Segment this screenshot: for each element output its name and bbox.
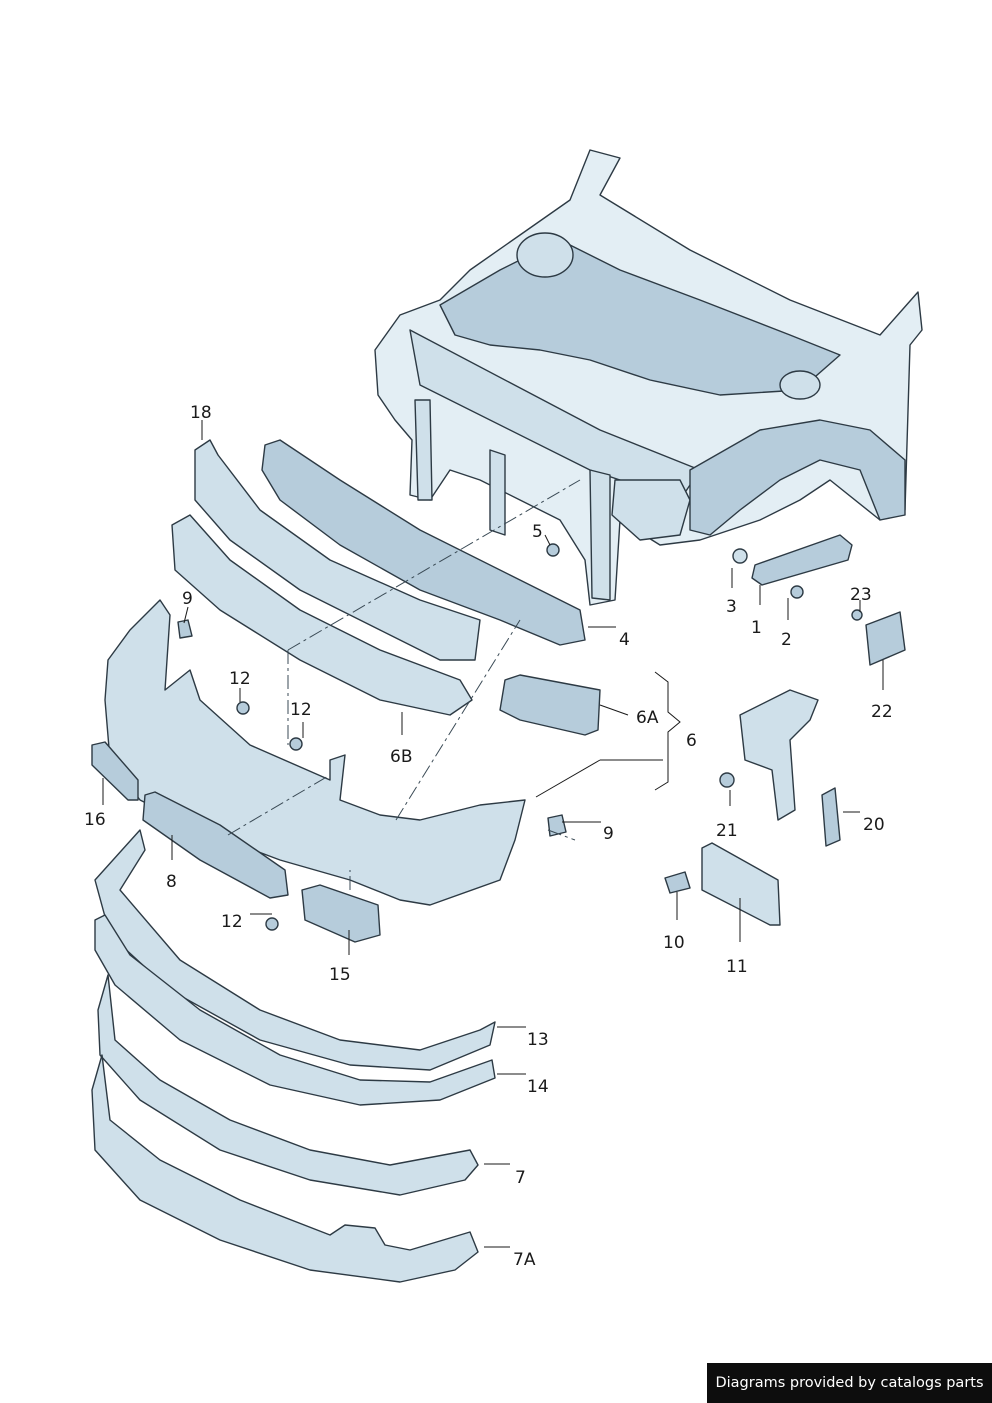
callout-7A: 7A xyxy=(513,1250,536,1270)
callout-9-left: 9 xyxy=(182,589,193,609)
callout-6A: 6A xyxy=(636,708,659,728)
part-20-guide[interactable] xyxy=(821,787,841,847)
callout-23: 23 xyxy=(850,585,872,605)
part-12-screw-c[interactable] xyxy=(265,917,279,931)
callout-8: 8 xyxy=(166,872,177,892)
footer-credit: Diagrams provided by catalogs parts xyxy=(707,1363,992,1403)
part-12-screw-a[interactable] xyxy=(236,701,250,715)
part-7-spoiler[interactable] xyxy=(97,974,479,1196)
part-11-licence-plate-holder[interactable] xyxy=(701,842,781,926)
callout-20: 20 xyxy=(863,815,885,835)
part-5-screw[interactable] xyxy=(546,543,560,557)
callout-11: 11 xyxy=(726,957,748,977)
callout-21: 21 xyxy=(716,821,738,841)
part-22-bracket[interactable] xyxy=(865,611,906,666)
part-23-screw[interactable] xyxy=(851,609,863,621)
callout-13: 13 xyxy=(527,1030,549,1050)
callout-7: 7 xyxy=(515,1168,526,1188)
callout-12-b: 12 xyxy=(290,700,312,720)
part-12-screw-b[interactable] xyxy=(289,737,303,751)
part-7A-spoiler[interactable] xyxy=(91,1054,479,1283)
part-6A-bracket[interactable] xyxy=(499,674,601,736)
callout-15: 15 xyxy=(329,965,351,985)
callout-16: 16 xyxy=(84,810,106,830)
callout-14: 14 xyxy=(527,1077,549,1097)
part-1-bracket[interactable] xyxy=(751,534,853,586)
callout-2: 2 xyxy=(781,630,792,650)
callout-12-a: 12 xyxy=(229,669,251,689)
part-9-clip-left[interactable] xyxy=(177,619,193,639)
callout-labels: 18 4 5 6B 6A 6 9 12 12 16 8 9 12 15 13 1… xyxy=(84,403,893,1270)
callout-6B: 6B xyxy=(390,747,412,767)
callout-1: 1 xyxy=(751,618,762,638)
part-20-bracket[interactable] xyxy=(739,689,819,821)
part-21-nut[interactable] xyxy=(719,772,735,788)
part-13-trim-strip[interactable] xyxy=(94,829,496,1071)
callout-22: 22 xyxy=(871,702,893,722)
leader-lines xyxy=(102,420,884,1248)
callout-10: 10 xyxy=(663,933,685,953)
callout-4: 4 xyxy=(619,630,630,650)
part-4-bumper-carrier[interactable] xyxy=(261,439,586,646)
callout-3: 3 xyxy=(726,597,737,617)
part-8-center-grille[interactable] xyxy=(142,791,289,899)
part-15-right-grille[interactable] xyxy=(301,884,381,943)
callout-12-c: 12 xyxy=(221,912,243,932)
callout-9-right: 9 xyxy=(603,824,614,844)
callout-18: 18 xyxy=(190,403,212,423)
part-6B-lower-absorber[interactable] xyxy=(171,514,473,716)
callout-5: 5 xyxy=(532,522,543,542)
callout-6: 6 xyxy=(686,731,697,751)
part-10-stud[interactable] xyxy=(664,871,691,894)
assembly-guide-lines xyxy=(227,479,581,890)
vehicle-front-structure xyxy=(374,149,923,606)
part-16-left-grille[interactable] xyxy=(91,741,139,801)
part-3-clip[interactable] xyxy=(732,548,748,564)
part-18-upper-absorber[interactable] xyxy=(194,439,481,661)
part-2-screw[interactable] xyxy=(790,585,804,599)
part-14-trim-strip[interactable] xyxy=(94,914,496,1106)
